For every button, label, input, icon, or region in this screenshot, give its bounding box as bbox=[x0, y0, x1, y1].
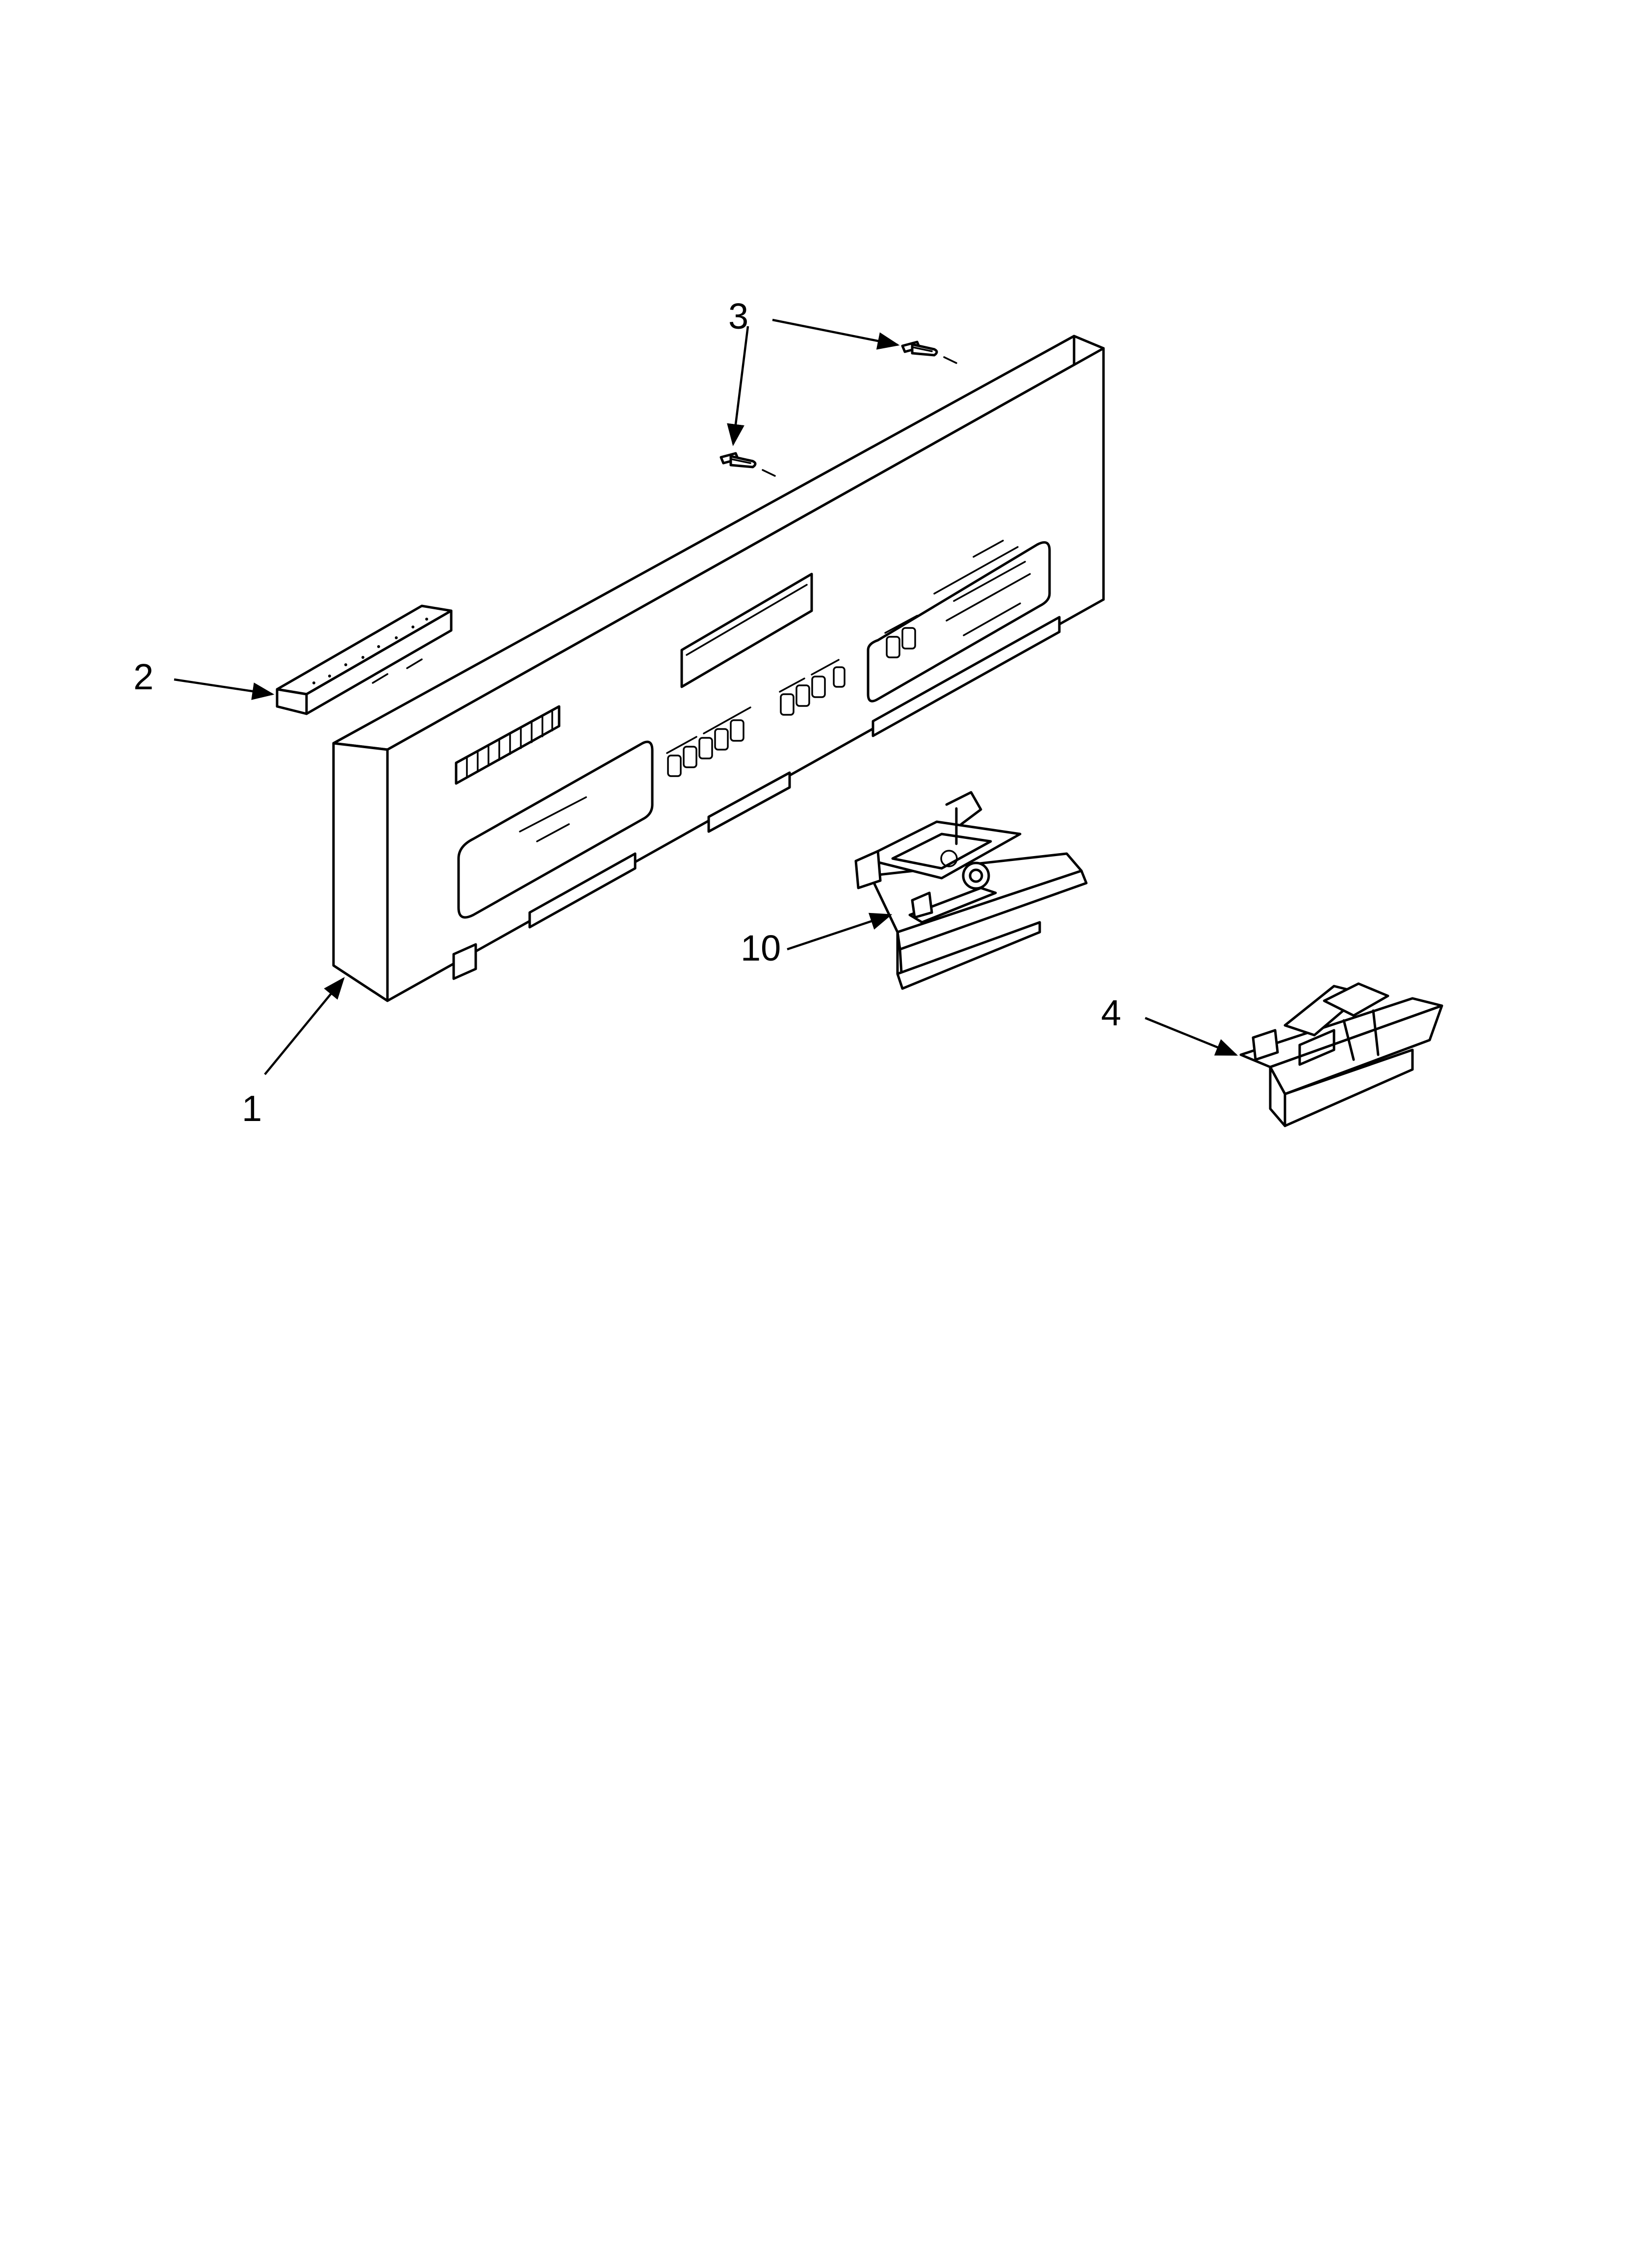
vent-slots bbox=[466, 710, 553, 779]
callout-3: 3 bbox=[728, 296, 748, 337]
button-group-1 bbox=[666, 706, 751, 777]
callout-10: 10 bbox=[741, 928, 781, 968]
latch-assembly bbox=[854, 791, 1088, 990]
gasket-strip bbox=[276, 604, 453, 715]
control-panel-console bbox=[332, 335, 1105, 1002]
callout-1: 1 bbox=[242, 1088, 262, 1129]
callout-2: 2 bbox=[133, 656, 154, 697]
button-group-2 bbox=[779, 659, 846, 716]
callout-4: 4 bbox=[1101, 992, 1121, 1033]
leader-lines bbox=[174, 318, 1238, 1075]
button-group-3 bbox=[884, 615, 918, 658]
panel-markings bbox=[933, 540, 1031, 636]
screw-left bbox=[719, 452, 776, 477]
detergent-dispenser bbox=[1239, 982, 1443, 1127]
screw-right bbox=[901, 340, 957, 364]
